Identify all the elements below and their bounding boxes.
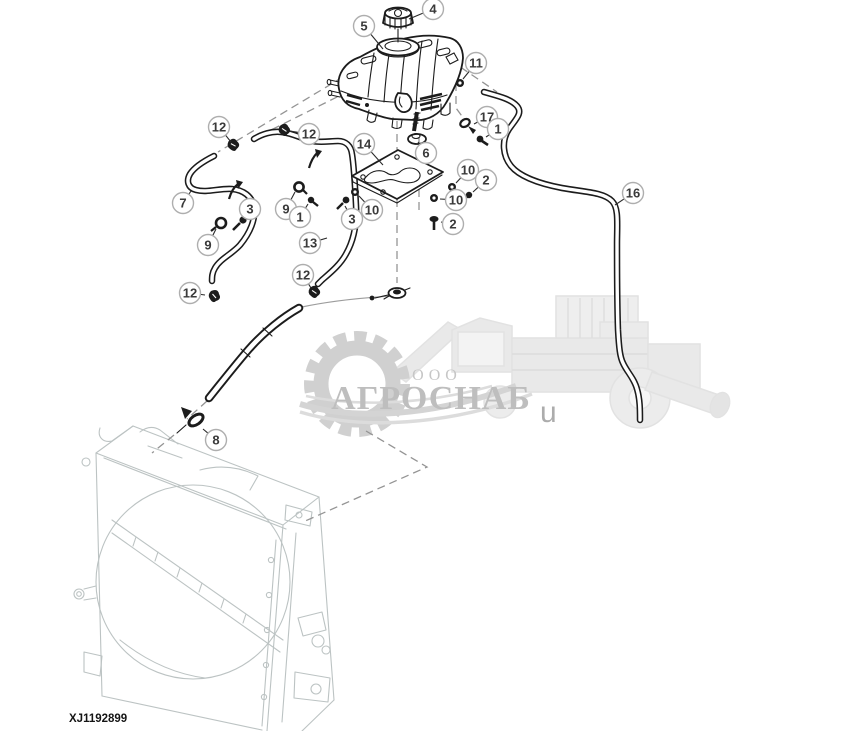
watermark-combine-art [390,295,731,429]
callout-4: 4 [408,0,445,21]
svg-text:14: 14 [357,137,372,152]
svg-text:16: 16 [626,186,640,201]
svg-text:13: 13 [303,236,317,251]
svg-text:12: 12 [212,120,226,135]
reference-dashed-lines [151,59,498,523]
watermark-gear-icon [304,331,410,437]
callout-13: 13 [298,231,328,255]
expansion-tank [326,6,464,130]
nut-10 [430,194,438,202]
svg-text:8: 8 [212,433,219,448]
svg-text:5: 5 [360,19,367,34]
watermark-layer: ООО АГРОСНАБ u [299,295,731,437]
svg-text:12: 12 [183,286,197,301]
bolt-3 [336,196,350,210]
drawing-number: XJ1192899 [69,713,127,725]
svg-text:2: 2 [449,217,456,232]
fasteners [176,79,489,434]
svg-text:7: 7 [179,196,186,211]
callout-6: 6 [414,141,438,165]
callout-14: 14 [352,132,384,166]
callout-16: 16 [614,181,645,206]
stud-6 [407,111,427,145]
watermark-company-type: ООО [412,367,462,384]
svg-text:10: 10 [449,193,463,208]
svg-text:12: 12 [302,127,316,142]
watermark-swoosh [299,383,533,425]
svg-text:9: 9 [204,238,211,253]
nut-11 [456,79,464,87]
svg-text:1: 1 [296,210,303,225]
callout-1: 1 [288,203,312,229]
callout-10: 10 [439,188,468,212]
callout-8: 8 [202,428,228,452]
callout-2: 2 [440,212,465,236]
callout-5: 5 [352,14,384,50]
svg-text:3: 3 [246,202,253,217]
svg-text:1: 1 [494,122,501,137]
callout-12: 12 [289,122,321,146]
radiator-phantom [73,425,335,731]
bolt-1 [307,196,319,207]
callout-10: 10 [358,195,384,222]
callout-3: 3 [340,205,364,231]
clamp-8 [176,407,205,434]
svg-text:4: 4 [429,2,437,17]
svg-text:9: 9 [282,202,289,217]
svg-text:12: 12 [296,268,310,283]
radiator-hose [209,308,299,398]
bolt-1 [476,135,489,147]
clip-12 [208,289,221,303]
svg-text:6: 6 [422,146,429,161]
clamp-17 [459,117,476,134]
watermark-company-name: АГРОСНАБ [331,380,531,417]
svg-text:3: 3 [348,212,355,227]
callout-7: 7 [171,190,195,215]
outlet-flange [369,287,411,301]
svg-text:10: 10 [461,163,475,178]
watermark-suffix: u [540,396,557,429]
pressure-cap [382,6,414,43]
assembly-arrows [227,149,322,200]
callout-10: 10 [455,158,480,184]
clamp-9 [210,216,228,232]
callout-3: 3 [238,197,262,221]
clamp-9 [293,181,308,195]
callout-11: 11 [462,51,488,80]
callout-12: 12 [291,263,315,289]
callout-12: 12 [207,115,232,143]
callout-9: 9 [196,228,220,257]
callout-12: 12 [178,281,206,305]
callout-2: 2 [472,168,498,193]
callout-1: 1 [485,117,510,141]
nut-10 [351,188,359,196]
svg-text:10: 10 [365,203,379,218]
svg-text:11: 11 [469,56,483,71]
hoses [188,92,640,420]
svg-text:2: 2 [482,173,489,188]
bolt-2 [429,216,439,230]
